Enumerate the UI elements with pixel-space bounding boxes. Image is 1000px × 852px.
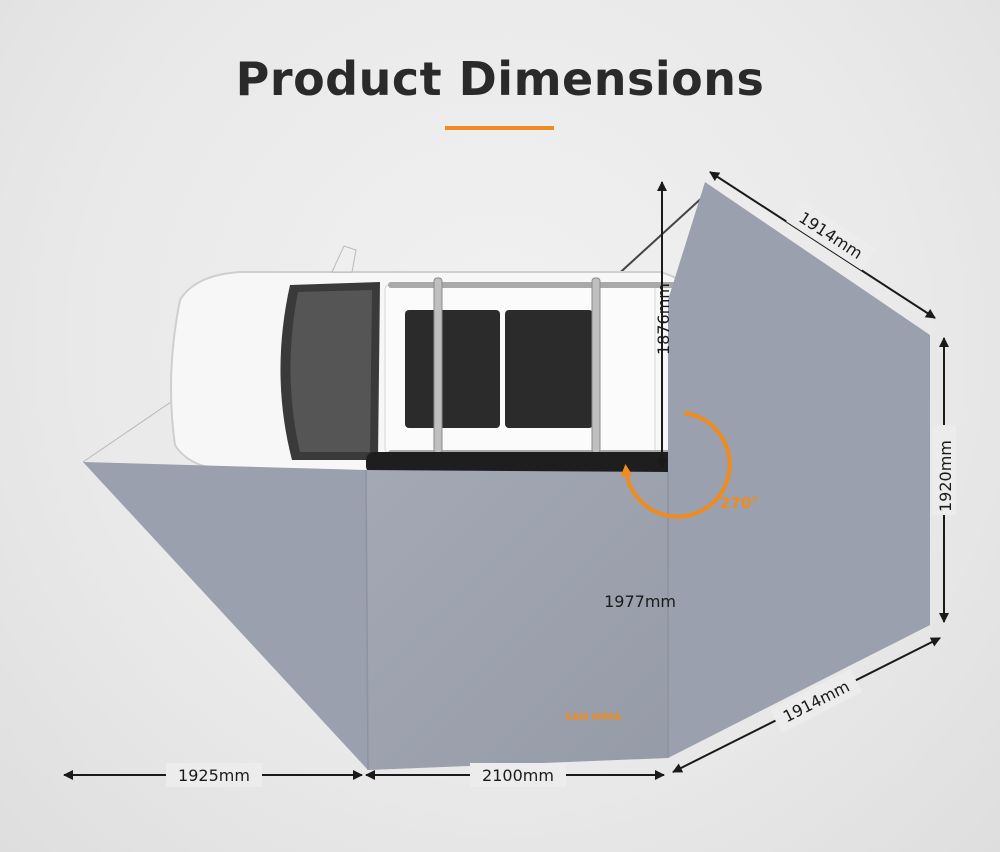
rotation-label: 270° xyxy=(720,494,759,512)
awning-panel-right xyxy=(668,182,930,758)
dimension-label-bottom-center: 2100mm xyxy=(482,766,554,785)
page-title: Product Dimensions xyxy=(235,52,765,106)
title-underline xyxy=(445,126,554,130)
dimension-label-bottom-left: 1925mm xyxy=(178,766,250,785)
car-top-view xyxy=(170,245,691,482)
dimension-label-center-height: 1977mm xyxy=(604,592,676,611)
awning-panel-center xyxy=(366,470,668,770)
dimension-label-right-height: 1920mm xyxy=(936,440,955,512)
dimension-arrow-top-right xyxy=(709,171,936,319)
dimension-label-rolled-height: 1876mm xyxy=(654,283,673,355)
awning-panel-left xyxy=(83,462,368,770)
rotation-arc xyxy=(620,411,732,519)
brand-label: SAN HIMA xyxy=(565,712,622,723)
